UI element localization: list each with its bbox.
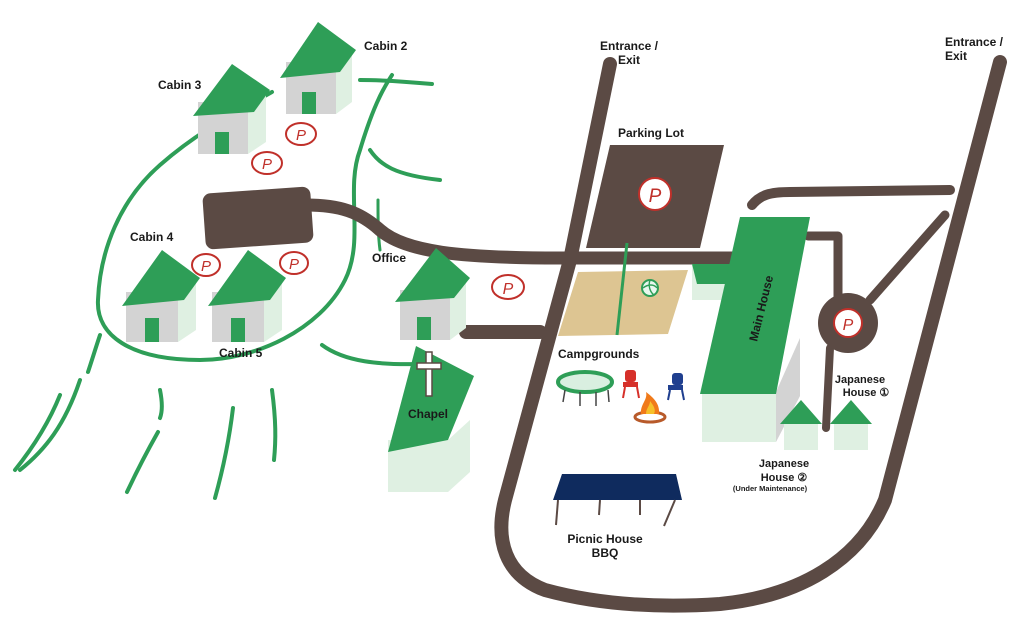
- chair-icon: [622, 370, 640, 399]
- cabin-5: [208, 250, 286, 342]
- svg-text:P: P: [649, 186, 662, 207]
- japanese-house-2-line2: House ②: [761, 472, 808, 484]
- campgrounds-area: [558, 242, 688, 336]
- cabin-4-label: Cabin 4: [130, 230, 174, 244]
- svg-text:P: P: [201, 258, 211, 275]
- chair-icon: [667, 373, 685, 401]
- picnic-label-line2: BBQ: [592, 546, 619, 560]
- japanese-house-2-note: (Under Maintenance): [733, 484, 808, 493]
- svg-text:P: P: [296, 127, 306, 144]
- parking-icon: [638, 177, 672, 211]
- japanese-house-1-line1: Japanese: [835, 374, 885, 386]
- svg-text:P: P: [843, 317, 854, 334]
- entrance-left-line2: Exit: [618, 53, 640, 67]
- parking-icon: P: [491, 274, 525, 300]
- japanese-house-1-line2: House ①: [843, 387, 890, 399]
- parking-icon: P: [191, 253, 221, 277]
- japanese-house-1: [830, 400, 872, 450]
- trails: [13, 73, 442, 500]
- entrance-left-line1: Entrance /: [600, 39, 659, 53]
- svg-text:P: P: [289, 256, 299, 273]
- campgrounds-label: Campgrounds: [558, 347, 640, 361]
- japanese-house-2: [780, 400, 822, 450]
- cabin-4: [122, 250, 200, 342]
- main-house: Main House: [692, 217, 810, 442]
- cabin-3-label: Cabin 3: [158, 78, 202, 92]
- volleyball-icon: [641, 279, 659, 297]
- cabin-2: [280, 22, 356, 114]
- cabin-3: [193, 64, 270, 154]
- picnic-label-line1: Picnic House: [567, 532, 643, 546]
- office: [395, 248, 470, 340]
- japanese-house-2-line1: Japanese: [759, 458, 809, 470]
- picnic-table-icon: [553, 474, 682, 527]
- parking-icon: P: [251, 151, 283, 175]
- cabin-2-label: Cabin 2: [364, 39, 408, 53]
- office-label: Office: [372, 251, 406, 265]
- chapel-label: Chapel: [408, 407, 448, 421]
- campfire-icon: [633, 392, 667, 424]
- roads: [202, 55, 1007, 613]
- parking-icon: P: [279, 251, 309, 275]
- entrance-right-line1: Entrance /: [945, 35, 1004, 49]
- trampoline-icon: [556, 370, 614, 406]
- svg-text:P: P: [262, 156, 272, 173]
- svg-text:P: P: [503, 281, 514, 298]
- parking-lot-label: Parking Lot: [618, 126, 684, 140]
- parking-icon: P: [285, 122, 317, 146]
- entrance-right-line2: Exit: [945, 49, 967, 63]
- cross-icon: [416, 351, 442, 397]
- chapel: [388, 346, 474, 492]
- cabin-5-label: Cabin 5: [219, 346, 263, 360]
- parking-icon: [833, 308, 863, 338]
